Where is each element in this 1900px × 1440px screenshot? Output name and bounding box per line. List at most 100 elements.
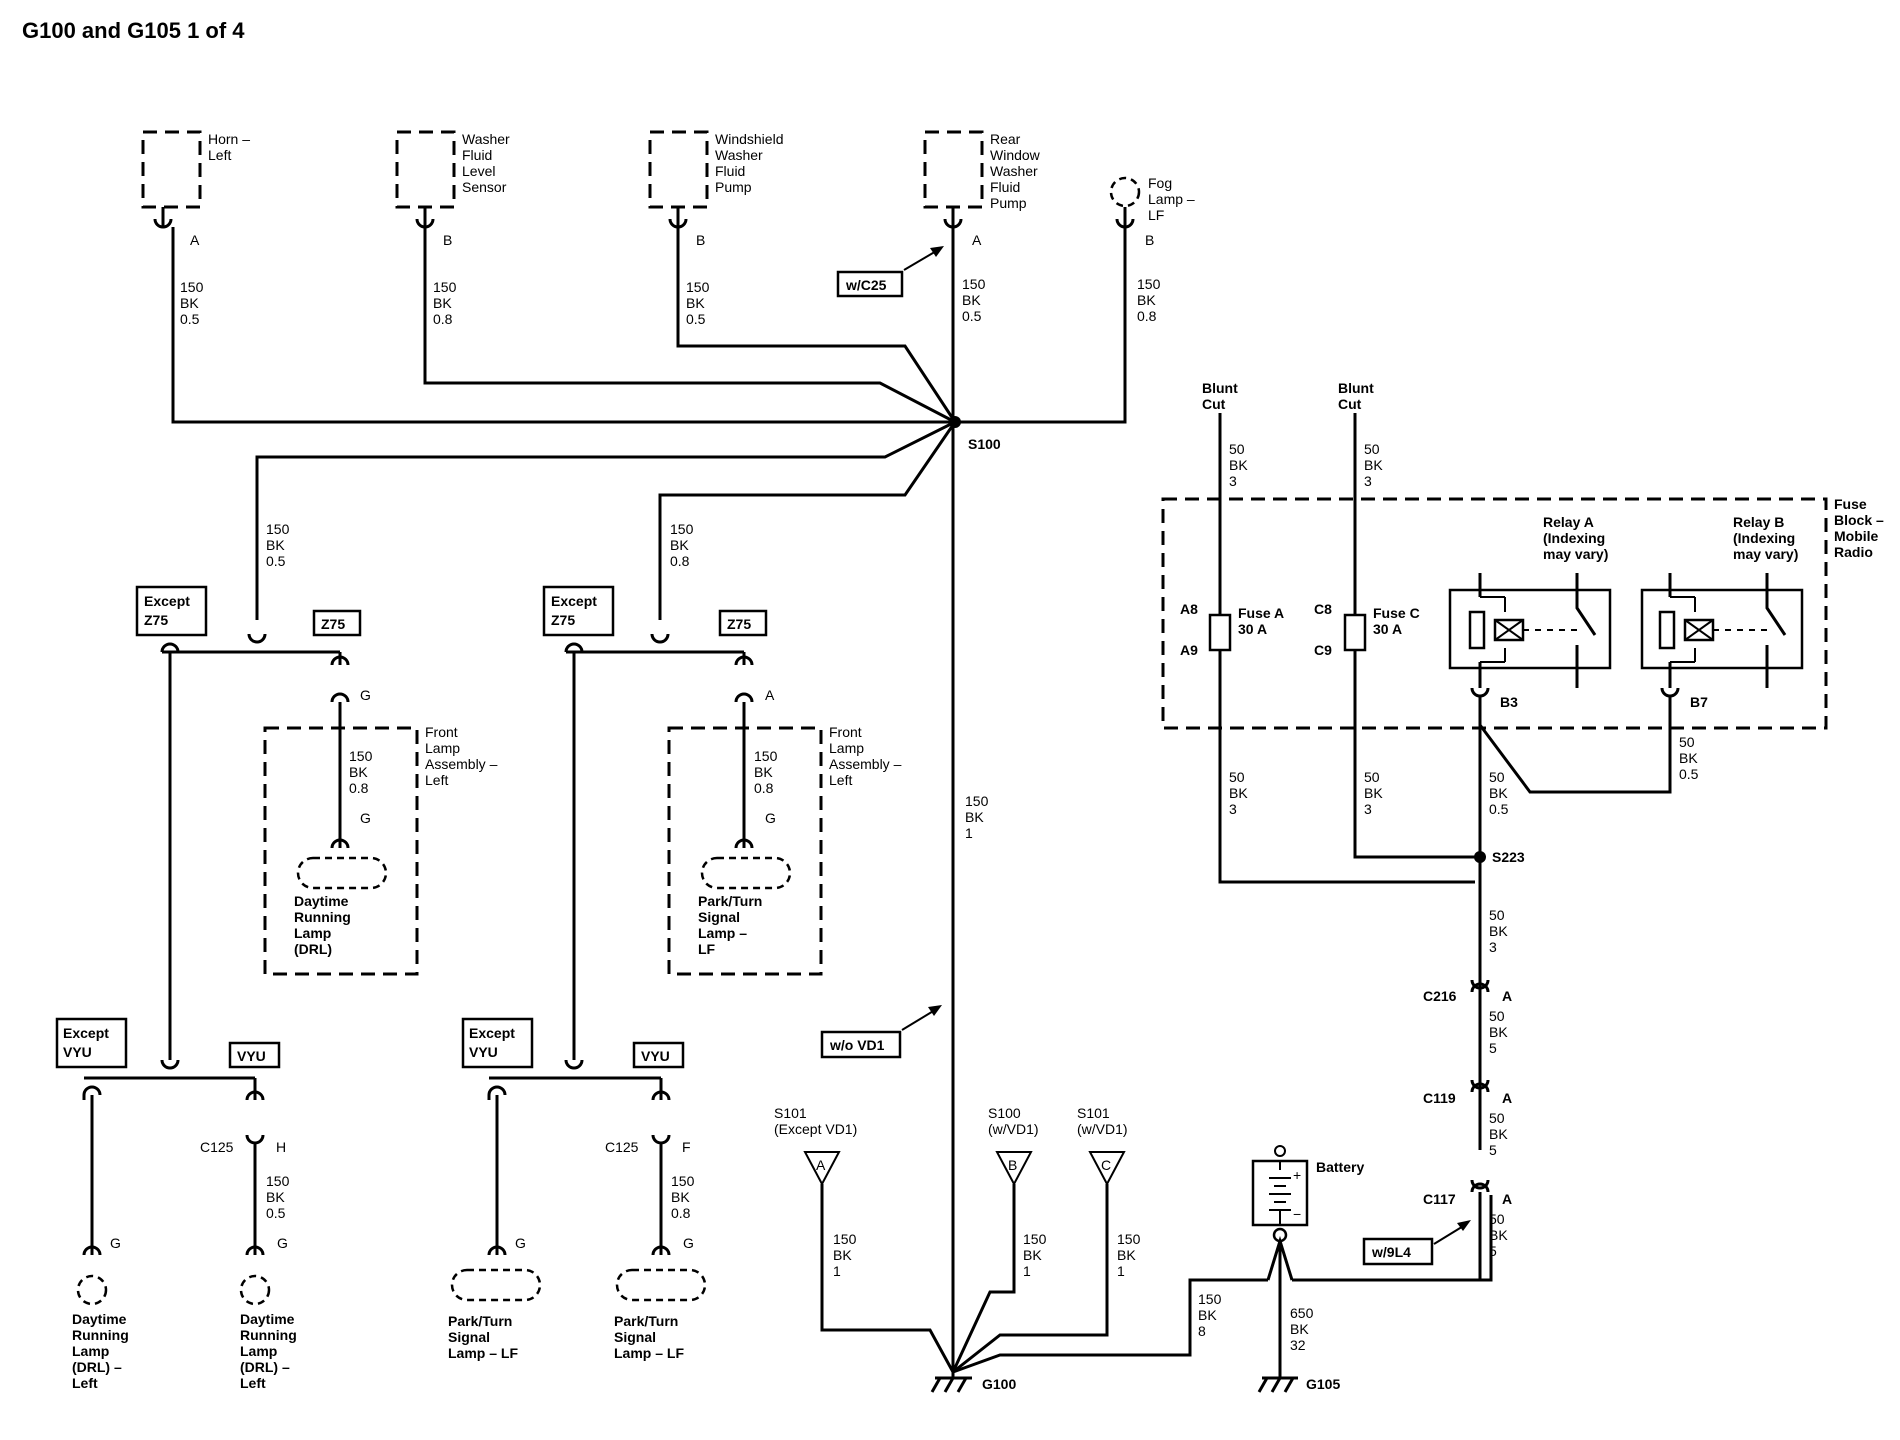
c119-label: C119 [1423, 1090, 1456, 1106]
front-lamp-2-top-connector-icon [734, 692, 754, 848]
horn-wire [171, 227, 955, 424]
fuse-a-icon [1208, 613, 1232, 652]
battery-terminal-icon [1274, 1145, 1286, 1157]
s101-c-pin: C [1101, 1157, 1111, 1173]
option-w-9l4-box [1362, 1237, 1434, 1266]
washer-sensor-connector-icon [415, 207, 435, 229]
s100-b-triangle-icon [995, 1151, 1033, 1187]
ground-g105-label: G105 [1306, 1376, 1340, 1392]
park-b2-connector-icon [651, 1245, 671, 1256]
relay-b-resistor-icon [1658, 610, 1676, 650]
s100-b-pin: B [1008, 1157, 1017, 1173]
c216-connector-icon [1470, 979, 1490, 993]
splice-s223-icon [1474, 851, 1486, 863]
option-except-vyu-1-box [55, 1017, 128, 1069]
park-b1-wire [487, 1085, 507, 1255]
c125-2-pin: F [682, 1139, 691, 1155]
drl-b2-connector-icon [245, 1245, 265, 1256]
ground-g100-icon [930, 1372, 972, 1393]
park-b2-lamp-icon [615, 1268, 707, 1302]
drl-b2-lamp-icon [239, 1274, 271, 1306]
splice-s223-label: S223 [1492, 849, 1525, 865]
arrow-head-icon [928, 1005, 942, 1016]
option-vyu-2: VYU [641, 1048, 670, 1064]
battery-plus-sign: + [1293, 1167, 1301, 1183]
c117-label: C117 [1423, 1191, 1456, 1207]
z75-2-cross-icon [650, 633, 670, 644]
vyu-1-cross-icon [160, 1059, 180, 1070]
fuse-c-pin-in: C8 [1314, 601, 1332, 617]
battery-label: Battery [1316, 1159, 1364, 1175]
drl-b1-lamp-icon [76, 1274, 108, 1306]
option-wo-vd1-arrow [901, 1009, 936, 1031]
s101-a-pin: A [816, 1157, 826, 1173]
c125-2-label: C125 [605, 1139, 639, 1155]
s100-b-wire [951, 1184, 1016, 1373]
arrow-head-icon [930, 246, 944, 257]
c119-pin: A [1502, 1090, 1512, 1106]
rear-pump-connector-icon [943, 207, 963, 229]
relay-b-b7-connector-icon [1660, 687, 1680, 698]
front-lamp-1-top-connector-icon [330, 692, 350, 848]
fog-lamp-icon [1109, 176, 1141, 208]
option-vyu-1-box [228, 1041, 281, 1069]
fuse-block-component-box [1161, 497, 1828, 730]
mid-branch-wire [658, 421, 957, 620]
horn-component-box [141, 130, 202, 209]
option-except-z75-2-box [542, 585, 615, 637]
relay-a-coil-cross [1494, 619, 1524, 641]
option-z75-1: Z75 [321, 616, 345, 632]
c216-label: C216 [1423, 988, 1457, 1004]
washer-sensor-wire [423, 227, 956, 424]
b7-out-wire [1478, 696, 1672, 794]
battery-negative-wire [952, 1278, 1268, 1374]
s101-c-wire [952, 1184, 1109, 1374]
left-branch-wire [255, 420, 956, 620]
option-w-c25: w/C25 [845, 277, 887, 293]
c117-pin: A [1502, 1191, 1512, 1207]
ws-pump-connector-icon [668, 207, 688, 229]
relay-a-coil-bracket [1480, 596, 1506, 663]
relay-a-b3-connector-icon [1470, 687, 1490, 698]
fog-lamp-pin-label: B [1145, 232, 1154, 248]
fuse-c-out-wire [1353, 650, 1480, 859]
option-vyu-1: VYU [237, 1048, 266, 1064]
horn-label: Horn –Left [208, 131, 250, 163]
park-b1-connector-icon [487, 1245, 507, 1256]
horn-pin-label: A [190, 232, 200, 248]
drl-inner-connector-icon [330, 838, 350, 849]
park-b2-pin: G [683, 1235, 694, 1251]
horn-connector-icon [153, 207, 173, 229]
drl-b1-wire [82, 1085, 102, 1255]
